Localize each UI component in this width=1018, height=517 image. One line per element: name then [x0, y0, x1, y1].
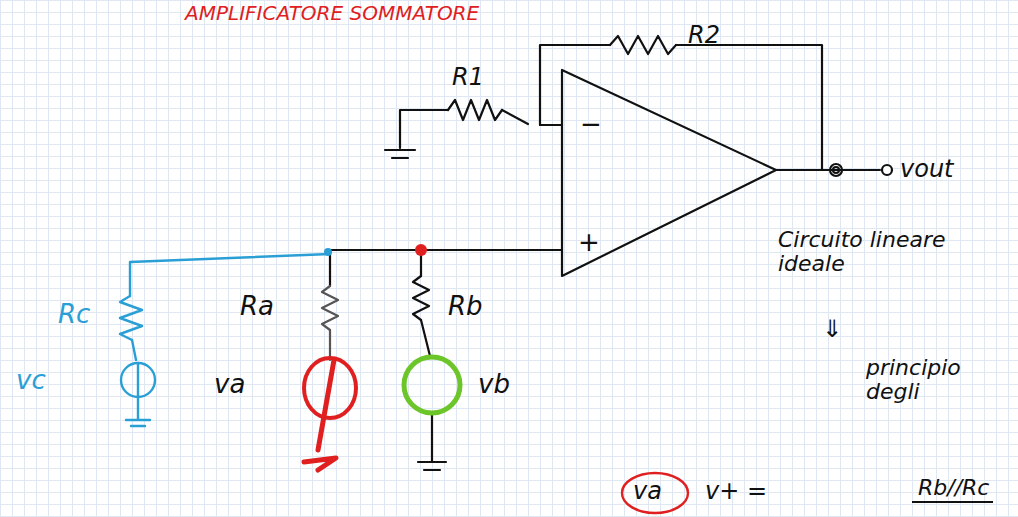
output-terminal [882, 165, 892, 175]
wire [329, 330, 331, 360]
resistor-symbol [322, 286, 338, 330]
voltage-source [404, 357, 460, 413]
output-node [833, 167, 839, 173]
signal-label: vout [900, 156, 954, 182]
junction-dot [415, 244, 427, 256]
highlight-circle [622, 473, 688, 513]
fraction-bar [912, 501, 993, 503]
component-label: Rb [448, 292, 483, 321]
component-label: R2 [688, 22, 720, 48]
resistor-symbol [120, 296, 142, 340]
ground-symbol [126, 363, 150, 426]
signal-label: va [214, 370, 245, 399]
note: Circuito lineare ideale [778, 228, 978, 276]
wire [540, 124, 562, 126]
formula-text: Rb//Rc [918, 476, 989, 500]
output-node [830, 164, 842, 176]
wire [676, 45, 822, 170]
wire [130, 254, 330, 296]
component-label: Ra [240, 292, 274, 321]
ground-symbol [304, 458, 336, 470]
wire [421, 320, 430, 356]
note: principio degli [866, 356, 1006, 404]
wire [400, 110, 448, 148]
component-label: Rc [58, 300, 90, 329]
pin-label: − [580, 110, 602, 139]
wire [132, 340, 136, 360]
wire [318, 360, 334, 450]
signal-label: vb [478, 370, 510, 399]
signal-label: va [633, 478, 662, 504]
resistor-symbol [413, 276, 429, 320]
pin-label: + [578, 228, 600, 257]
wire [502, 110, 528, 124]
wire [776, 169, 880, 171]
opamp-symbol [562, 70, 776, 276]
ground-symbol [385, 150, 415, 158]
resistor-symbol [610, 36, 676, 54]
arrow-note: ⇓ [822, 316, 842, 342]
formula-text: v+ = [705, 478, 767, 504]
resistor-symbol [448, 100, 502, 120]
junction-dot [324, 248, 332, 256]
heading: AMPLIFICATORE SOMMATORE [185, 2, 479, 24]
component-label: R1 [452, 64, 484, 90]
signal-label: vc [16, 366, 46, 395]
ground-symbol [418, 414, 446, 470]
wire [330, 249, 562, 251]
